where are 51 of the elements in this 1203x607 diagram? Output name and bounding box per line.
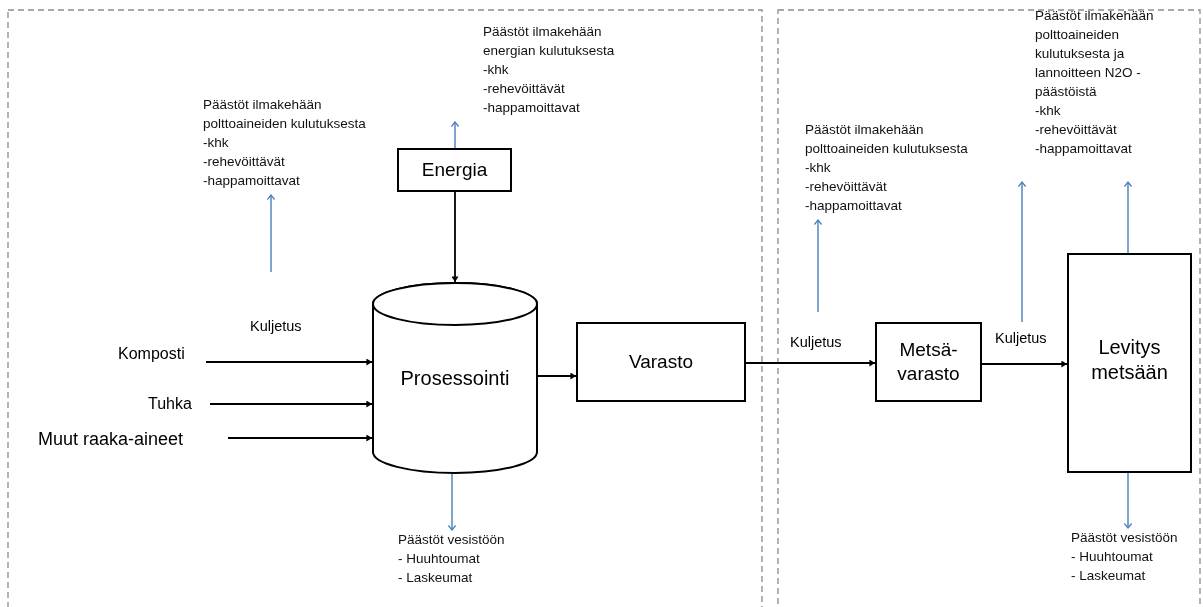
list-item: - Huuhtoumat <box>1070 548 1153 566</box>
emission-note: Päästöt ilmakehään polttoaineiden kulutuksesta ja lannoitteen N2O -päästöistä <box>1034 7 1155 101</box>
arrow <box>1123 472 1133 529</box>
arrow <box>1017 181 1027 323</box>
emission-note: Päästöt vesistöön <box>397 531 505 549</box>
arrow <box>537 372 577 380</box>
edge-label: Kuljetus <box>248 318 304 334</box>
arrow <box>209 400 373 408</box>
arrow <box>451 191 459 283</box>
list-item: - Laskeumat <box>1070 567 1146 585</box>
arrow <box>205 358 373 366</box>
list-item: -rehevöittävät <box>202 153 285 171</box>
arrow <box>266 194 276 273</box>
list-item: -happamoittavat <box>202 172 300 190</box>
list-item: -khk <box>1034 102 1061 120</box>
list-item: -khk <box>202 134 229 152</box>
list-item: -khk <box>804 159 831 177</box>
edge-label: Kuljetus <box>788 334 844 350</box>
process-box <box>576 322 746 402</box>
input-label: Komposti <box>118 344 185 364</box>
list-item: -rehevöittävät <box>1034 121 1117 139</box>
list-item: - Huuhtoumat <box>397 550 480 568</box>
emission-note: Päästöt ilmakehään energian kulutuksesta <box>482 23 616 60</box>
emission-note: Päästöt ilmakehään polttoaineiden kulutuksesta <box>202 96 367 133</box>
list-item: -khk <box>482 61 509 79</box>
node-label: Prosessointi <box>400 365 510 391</box>
list-item: -happamoittavat <box>482 99 580 117</box>
process-box <box>397 148 512 192</box>
node-label: Metsä-varasto <box>896 338 961 386</box>
node-label: Varasto <box>628 350 694 374</box>
node-label: Energia <box>421 158 488 182</box>
list-item: -rehevöittävät <box>804 178 887 196</box>
edge-label: Kuljetus <box>993 330 1049 346</box>
node-label: Levitys metsään <box>1090 335 1169 385</box>
arrow <box>745 359 876 367</box>
arrow <box>813 219 823 313</box>
list-item: -rehevöittävät <box>482 80 565 98</box>
input-label: Muut raaka-aineet <box>38 427 184 451</box>
emission-note: Päästöt vesistöön <box>1070 529 1178 547</box>
list-item: - Laskeumat <box>397 569 473 587</box>
input-label: Tuhka <box>148 394 192 414</box>
arrow <box>227 434 373 442</box>
process-box <box>1067 253 1192 473</box>
list-item: -happamoittavat <box>1034 140 1132 158</box>
arrow <box>447 473 457 531</box>
list-item: -happamoittavat <box>804 197 902 215</box>
emission-note: Päästöt ilmakehään polttoaineiden kulutuksesta <box>804 121 969 158</box>
process-box <box>875 322 982 402</box>
arrow <box>1123 181 1133 254</box>
arrow <box>450 121 460 149</box>
arrow <box>981 360 1068 368</box>
